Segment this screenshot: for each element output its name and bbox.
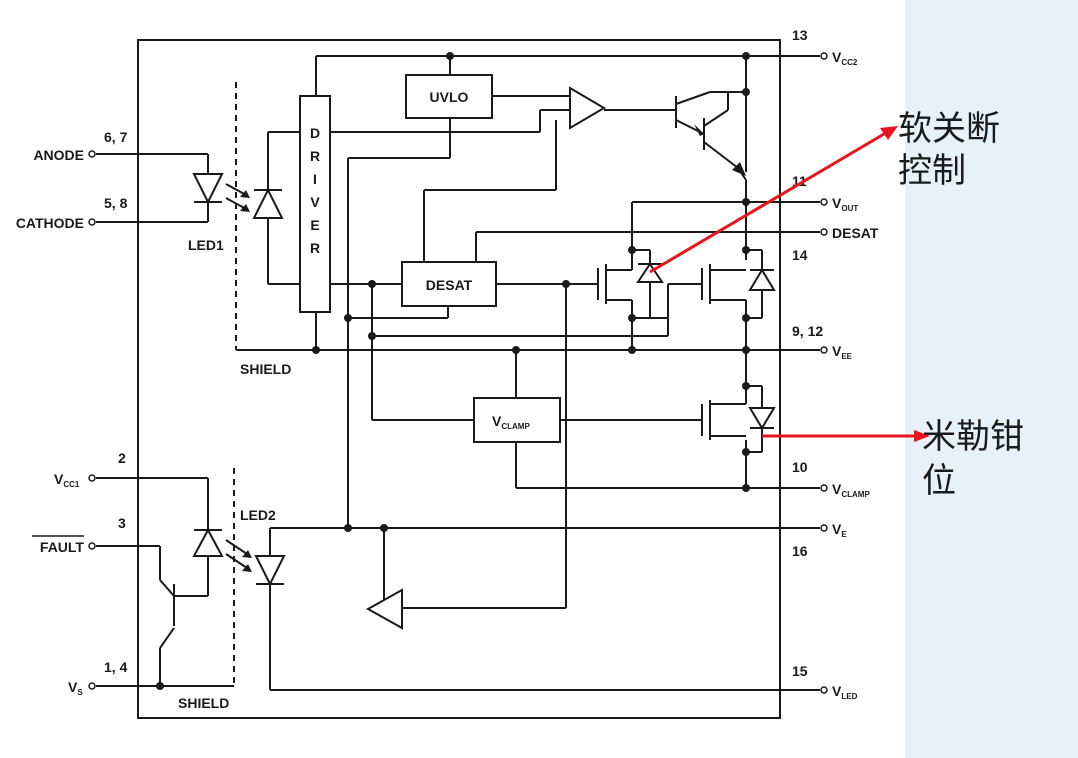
- soft-shutdown-arrow: [649, 126, 898, 274]
- miller-clamp-arrow: [762, 430, 930, 442]
- led1-label: LED1: [188, 237, 224, 253]
- pin-vclamp-number: 10: [792, 459, 808, 475]
- side-panel: [905, 0, 1078, 758]
- pin-ve-number: 16: [792, 543, 808, 559]
- pin-vcc2-label: VCC2: [832, 49, 858, 67]
- pin-vcc1-label: VCC1: [54, 471, 80, 489]
- soft-shutdown-annotation-line2: 控制: [898, 151, 966, 191]
- led2-label: LED2: [240, 507, 276, 523]
- uvlo-block: UVLO: [405, 74, 493, 119]
- pin-vs-label: VS: [68, 679, 83, 697]
- pin-anode-label: ANODE: [33, 147, 84, 163]
- pin-vcc1-number: 2: [118, 450, 126, 466]
- right-pin-labels: 13 VCC2 11 VOUT DESAT 14 9, 12 VEE 10 VC…: [792, 27, 879, 701]
- vclamp-block: VCLAMP: [473, 397, 561, 443]
- pin-ve-label: VE: [832, 521, 847, 539]
- junction-dots: [156, 52, 750, 690]
- pin-vs-number: 1, 4: [104, 659, 128, 675]
- miller-clamp-annotation-line2: 位: [922, 461, 956, 501]
- pin-desat-number: 14: [792, 247, 808, 263]
- shield-top-label: SHIELD: [240, 361, 291, 377]
- output-transistors: [675, 91, 747, 181]
- led2-optocoupler: [192, 527, 286, 587]
- pin-vcc2-number: 13: [792, 27, 808, 43]
- miller-clamp-mosfet: [701, 385, 776, 453]
- pin-anode-number: 6, 7: [104, 129, 128, 145]
- soft-shutdown-annotation-line1: 软关断: [898, 109, 1000, 149]
- vclamp-block-label: VCLAMP: [492, 413, 530, 431]
- pin-fault-number: 3: [118, 515, 126, 531]
- comparator-symbol: [569, 86, 606, 130]
- miller-clamp-annotation-line1: 米勒钳: [922, 417, 1024, 457]
- sink-mosfet: [701, 249, 776, 319]
- pin-desat-label: DESAT: [832, 225, 879, 241]
- wiring: [96, 55, 820, 691]
- pin-vled-number: 15: [792, 663, 808, 679]
- soft-shutdown-mosfet: [597, 249, 664, 319]
- desat-block: DESAT: [401, 261, 497, 307]
- pin-vee-number: 9, 12: [792, 323, 823, 339]
- driver-letter-v: V: [310, 194, 320, 210]
- driver-letter-r: R: [310, 148, 320, 164]
- pin-vled-label: VLED: [832, 683, 858, 701]
- driver-letter-d: D: [310, 125, 320, 141]
- driver-block: D R I V E R: [299, 95, 331, 313]
- driver-letter-r2: R: [310, 240, 320, 256]
- pin-fault-label: FAULT: [40, 539, 85, 555]
- pin-cathode-label: CATHODE: [16, 215, 84, 231]
- driver-letter-i: I: [313, 171, 317, 187]
- ic-package-outline: [137, 39, 781, 719]
- fault-buffer-symbol: [365, 588, 403, 630]
- led1-optocoupler: [192, 173, 284, 219]
- shield-bottom-label: SHIELD: [178, 695, 229, 711]
- left-pin-labels: 6, 7 ANODE 5, 8 CATHODE 2 VCC1 3 FAULT 1…: [16, 129, 128, 697]
- inner-labels: LED1 SHIELD LED2 SHIELD: [178, 237, 291, 711]
- desat-block-label: DESAT: [426, 277, 473, 293]
- uvlo-label: UVLO: [430, 89, 469, 105]
- driver-letter-e: E: [310, 217, 319, 233]
- pin-vee-label: VEE: [832, 343, 853, 361]
- pin-vclamp-label: VCLAMP: [832, 481, 870, 499]
- shield-lines: [233, 82, 316, 686]
- pin-vout-label: VOUT: [832, 195, 858, 213]
- pin-terminals: [88, 52, 828, 694]
- pin-cathode-number: 5, 8: [104, 195, 128, 211]
